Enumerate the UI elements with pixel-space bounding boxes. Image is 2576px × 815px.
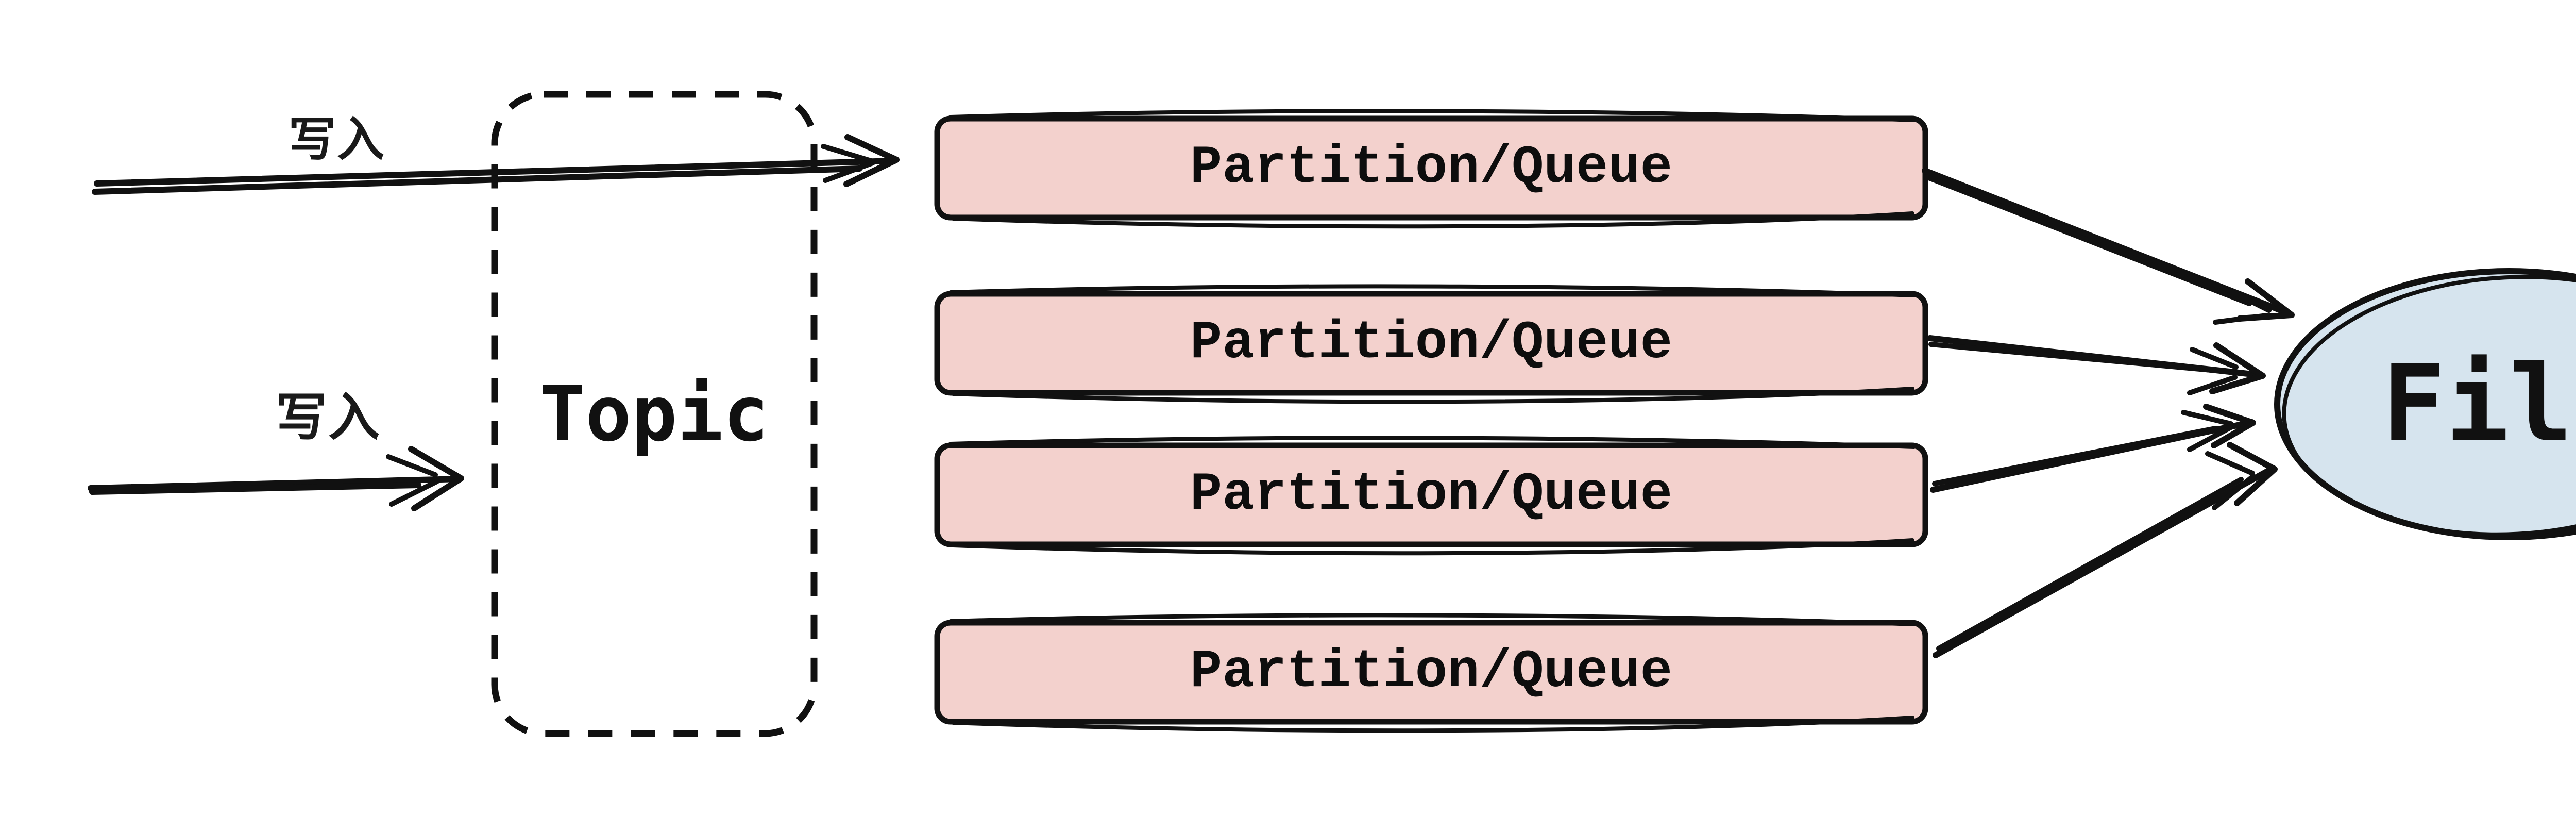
partition-shape-1 xyxy=(934,109,1928,229)
partition-queue-1-label: Partition/Queue xyxy=(1190,138,1673,198)
partition2-to-file-arrow xyxy=(1927,335,2266,395)
partition1-to-file-arrow xyxy=(1922,168,2295,325)
partition-queue-4-label: Partition/Queue xyxy=(1190,642,1673,703)
file-ellipse xyxy=(2274,268,2576,540)
partition-queue-4: Partition/Queue xyxy=(937,623,1925,722)
file-label: File xyxy=(2382,343,2576,465)
partition-queue-3: Partition/Queue xyxy=(937,445,1925,544)
partition-queue-1: Partition/Queue xyxy=(937,119,1925,218)
partition3-to-file-arrow xyxy=(1930,404,2256,493)
write-arrow-bottom xyxy=(88,446,464,511)
write-label-top: 写入 xyxy=(289,113,386,166)
partition-shape-4 xyxy=(934,613,1928,733)
write-arrow-top xyxy=(92,134,900,195)
topic-label: Topic xyxy=(539,370,769,458)
topic-box xyxy=(491,91,818,737)
partition4-to-file-arrow xyxy=(1933,442,2278,658)
partition-shape-3 xyxy=(934,436,1928,556)
partition-queue-3-label: Partition/Queue xyxy=(1190,464,1673,525)
partition-queue-2-label: Partition/Queue xyxy=(1190,313,1673,374)
write-label-bottom: 写入 xyxy=(276,389,381,446)
partition-shape-2 xyxy=(934,284,1928,404)
partition-queue-2: Partition/Queue xyxy=(937,294,1925,393)
